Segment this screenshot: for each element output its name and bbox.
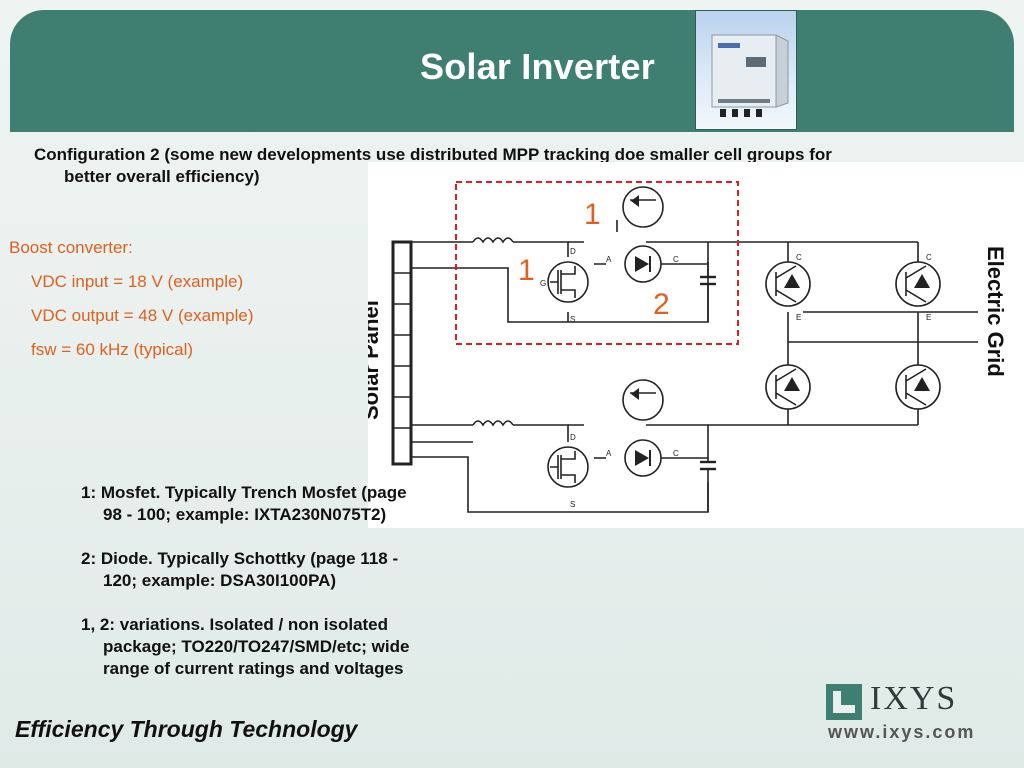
pin-label-c: C xyxy=(673,255,679,264)
boost-item-label: VDC output = 48 V (example) xyxy=(31,306,254,325)
circuit-schematic: D S G A C C E C E D S A C 1 1 2 Solar Pa… xyxy=(358,181,1008,513)
boost-heading: Boost converter: xyxy=(9,238,133,257)
brand-name: IXYS xyxy=(870,680,958,717)
ixys-logo-icon xyxy=(826,684,862,720)
pin-label-e: E xyxy=(926,313,931,322)
configuration-line-1: Configuration 2 (some new developments u… xyxy=(34,145,832,164)
boost-item-vdc-input: VDC input = 18 V (example) xyxy=(9,272,254,306)
configuration-text: Configuration 2 (some new developments u… xyxy=(34,144,984,188)
note-line: 120; example: DSA30I100PA) xyxy=(103,571,337,590)
pin-label-d: D xyxy=(570,433,576,442)
pin-label-d: D xyxy=(570,247,576,256)
note-line: 2: Diode. Typically Schottky (page 118 - xyxy=(81,549,399,568)
electric-grid-label: Electric Grid xyxy=(983,246,1008,377)
pin-label-c: C xyxy=(926,253,932,262)
pin-label-c: C xyxy=(673,449,679,458)
note-line: 1, 2: variations. Isolated / non isolate… xyxy=(81,615,389,634)
note-mosfet: 1: Mosfet. Typically Trench Mosfet (page… xyxy=(81,482,501,526)
boost-item-label: VDC input = 18 V (example) xyxy=(31,272,244,291)
configuration-line-2: better overall efficiency) xyxy=(64,167,260,186)
boost-item-fsw: fsw = 60 kHz (typical) xyxy=(9,340,254,374)
inverter-photo xyxy=(695,10,797,130)
callout-2: 2 xyxy=(653,288,670,321)
header-bar xyxy=(10,10,1014,132)
pin-label-c: C xyxy=(796,253,802,262)
note-diode: 2: Diode. Typically Schottky (page 118 -… xyxy=(81,548,501,592)
pin-label-e: E xyxy=(796,313,801,322)
callout-1-top: 1 xyxy=(584,198,601,231)
note-variations: 1, 2: variations. Isolated / non isolate… xyxy=(81,614,501,680)
pin-label-g: G xyxy=(540,279,546,288)
component-notes: 1: Mosfet. Typically Trench Mosfet (page… xyxy=(81,482,501,702)
inverter-image-icon xyxy=(711,34,789,117)
slide-title: Solar Inverter xyxy=(420,46,655,87)
boost-converter-list: Boost converter: VDC input = 18 V (examp… xyxy=(9,238,254,374)
circuit-diagram: D S G A C C E C E D S A C 1 1 2 Solar Pa… xyxy=(358,162,1024,528)
pin-label-s: S xyxy=(570,315,575,324)
note-line: 98 - 100; example: IXTA230N075T2) xyxy=(103,505,387,524)
company-url[interactable]: www.ixys.com xyxy=(828,722,976,742)
note-line: range of current ratings and voltages xyxy=(103,659,404,678)
boost-item-label: fsw = 60 kHz (typical) xyxy=(31,340,194,359)
pin-label-s: S xyxy=(570,500,575,509)
note-line: 1: Mosfet. Typically Trench Mosfet (page xyxy=(81,483,407,502)
pin-label-a: A xyxy=(606,255,612,264)
boost-item-vdc-output: VDC output = 48 V (example) xyxy=(9,306,254,340)
highlight-box xyxy=(455,181,739,345)
footer-tagline: Efficiency Through Technology xyxy=(15,716,358,742)
solar-panel-label: Solar Panel xyxy=(368,300,383,420)
pin-label-a: A xyxy=(606,449,612,458)
callout-1-left: 1 xyxy=(518,254,535,287)
note-line: package; TO220/TO247/SMD/etc; wide xyxy=(103,637,410,656)
